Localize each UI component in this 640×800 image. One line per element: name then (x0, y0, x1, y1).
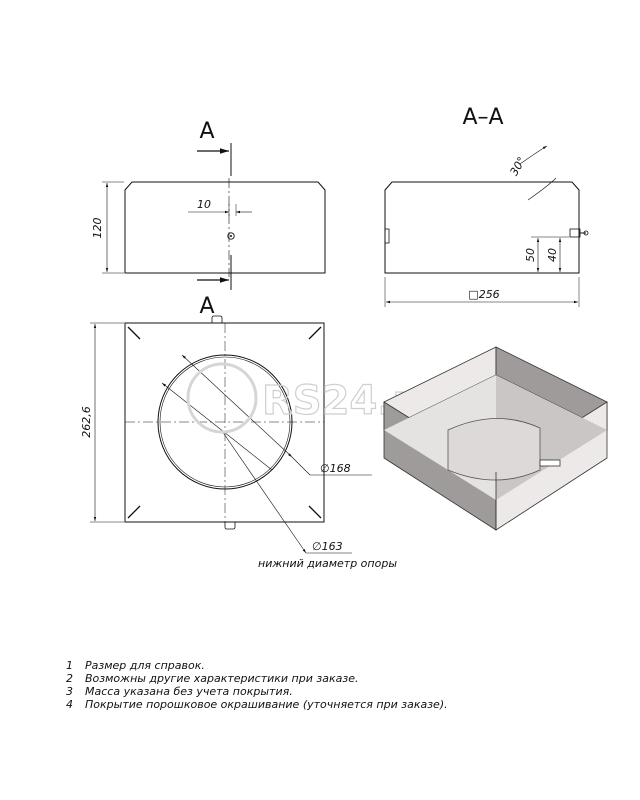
section-title: A–A (462, 105, 503, 130)
section-view-outline (384, 181, 580, 274)
dim-label-50: 50 (524, 248, 537, 262)
dim-label-168: ∅168 (320, 462, 351, 475)
top-view (90, 315, 372, 554)
front-view (102, 143, 326, 290)
bolt-hole (227, 232, 235, 240)
dim-label-40: 40 (546, 248, 559, 262)
section-view (384, 145, 589, 307)
dim-label-120: 120 (91, 218, 104, 239)
section-mark-bottom: A (199, 294, 214, 319)
dim-label-163: ∅163 (312, 540, 343, 553)
dim-label-262-6: 262,6 (80, 406, 93, 438)
left-fastener (384, 228, 390, 244)
dim-label-10: 10 (197, 198, 211, 211)
angle-arc (519, 145, 548, 165)
support-diameter-note: нижний диаметр опоры (258, 557, 397, 570)
diam-leader-163 (161, 382, 273, 471)
dim-label-256: □256 (468, 288, 499, 301)
isometric-view (383, 346, 608, 531)
section-mark-top: A (199, 119, 214, 144)
top-view-outline (124, 322, 325, 523)
iso-pipe-opening (447, 418, 541, 481)
dim-label-30: 30° (507, 155, 528, 178)
front-view-outline (124, 181, 326, 274)
